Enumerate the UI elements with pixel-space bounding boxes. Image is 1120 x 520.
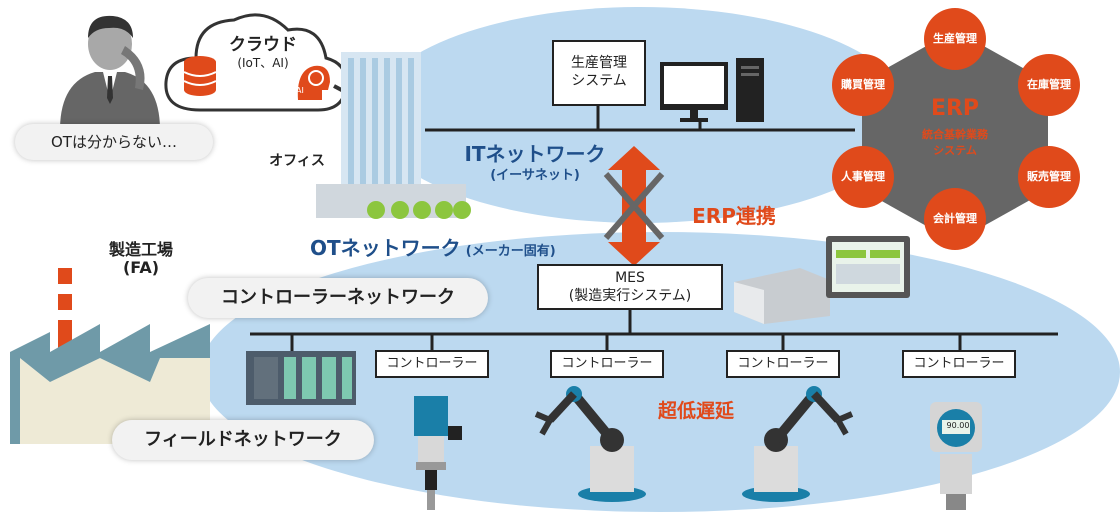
cloud-subtitle: (IoT、AI) [237,56,289,70]
latency-label: 超低遅延 [657,400,734,422]
speech-bubble: OTは分からない… [15,124,213,160]
ot-network-heading: OTネットワーク (メーカー固有) [310,232,556,261]
ot-network-subtitle: (メーカー固有) [465,244,556,259]
production-management-system: 生産管理 システム [552,40,646,106]
ai-brain-icon: AI [292,60,332,100]
factory-subtitle: (FA) [122,258,160,277]
controller-network-label: コントローラーネットワーク [188,278,488,318]
it-network-ellipse [370,7,910,223]
erp-module-hr: 人事管理 [832,146,894,208]
controller-box-3: コントローラー [726,350,840,378]
cloud-title: クラウド [229,35,297,55]
erp-subtitle-line2: システム [933,144,977,157]
controller-box-4: コントローラー [902,350,1016,378]
erp-module-inventory: 在庫管理 [1018,54,1080,116]
erp-module-production: 生産管理 [924,8,986,70]
it-network-title: ITネットワーク [464,142,606,166]
controller-box-1: コントローラー [375,350,489,378]
database-icon [183,56,217,96]
office-label: オフィス [269,153,325,169]
plc-rack-icon [246,351,356,405]
erp-module-purchasing: 購買管理 [832,54,894,116]
ot-network-title: OTネットワーク [310,236,461,260]
level-sensor-icon [414,396,462,510]
robot-arm-icon-2 [742,386,854,502]
controller-box-2: コントローラー [550,350,664,378]
pressure-transmitter-icon [930,402,982,510]
mes-box: MES (製造実行システム) [537,264,723,310]
factory-title: 製造工場 [108,240,173,259]
erp-module-sales: 販売管理 [1018,146,1080,208]
erp-subtitle-line1: 統合基幹業務 [922,128,988,141]
erp-title: ERP [930,96,980,121]
it-network-subtitle: (イーサネット) [490,168,580,183]
desktop-computer-icon [660,58,764,122]
erp-link-arrow [603,146,665,266]
gauge-reading: 90.00 [946,421,970,430]
robot-arm-icon [534,386,646,502]
mes-server-icon [734,236,910,324]
field-network-label: フィールドネットワーク [112,420,374,460]
worried-person-icon [60,15,160,130]
erp-module-accounting: 会計管理 [924,188,986,250]
erp-link-label: ERP連携 [692,204,776,228]
erp-hexagon [862,30,1048,242]
office-building-icon [316,52,471,219]
